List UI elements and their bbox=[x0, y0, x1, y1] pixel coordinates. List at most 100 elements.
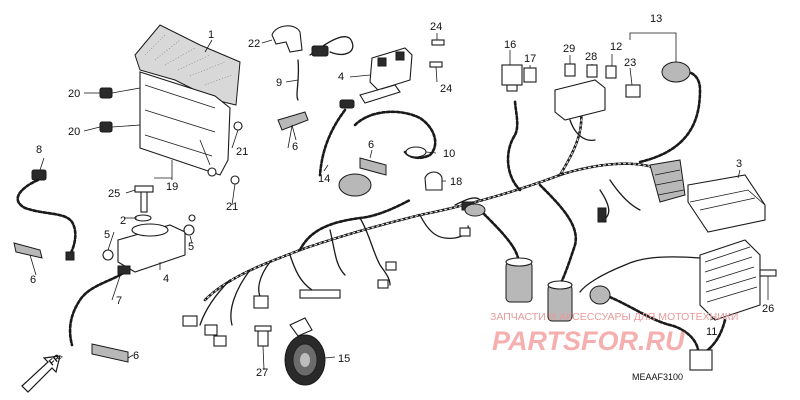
front-direction-arrow: FR. bbox=[21, 351, 64, 393]
fuse-box bbox=[554, 63, 641, 141]
boot-6-top-body bbox=[277, 111, 309, 131]
watermark-logo: PARTSFOR.RU bbox=[492, 326, 686, 356]
bolt-27-head bbox=[254, 325, 272, 332]
fuse-28 bbox=[586, 64, 598, 78]
solenoid-4-top-terminal-a bbox=[377, 57, 387, 67]
callout-23: 23 bbox=[624, 57, 636, 69]
callout-25: 25 bbox=[108, 188, 120, 200]
callout-14: 14 bbox=[318, 173, 330, 185]
cable-7 bbox=[68, 265, 131, 347]
callout-18: 18 bbox=[450, 176, 462, 188]
fuse-29 bbox=[564, 63, 576, 77]
connector-13 bbox=[629, 32, 691, 83]
relay-16-body bbox=[501, 64, 523, 86]
solenoid-4-top-body bbox=[369, 47, 413, 91]
callout-7: 7 bbox=[116, 295, 122, 307]
bolt-21-upper bbox=[233, 121, 243, 131]
callout-8: 8 bbox=[36, 144, 42, 156]
callout-5-left: 5 bbox=[104, 229, 110, 241]
bolt-21-lower bbox=[230, 175, 240, 185]
connector-mid-a bbox=[253, 295, 269, 309]
diagram-code: MEAAF3100 bbox=[632, 372, 683, 382]
callout-10: 10 bbox=[443, 148, 455, 160]
callout-6-bottom: 6 bbox=[133, 350, 139, 362]
connector-mid-b bbox=[377, 279, 389, 289]
callout-16: 16 bbox=[504, 39, 516, 51]
starter-relay-top bbox=[131, 223, 169, 237]
ecu-unit-assembly bbox=[134, 24, 241, 176]
bolt-24-upper bbox=[431, 39, 445, 46]
bolts-21 bbox=[207, 121, 243, 185]
callout-3: 3 bbox=[736, 158, 742, 170]
connector-right-a bbox=[597, 207, 607, 223]
callout-21-upper: 21 bbox=[236, 146, 248, 158]
callout-17: 17 bbox=[524, 53, 536, 65]
cover-3-body bbox=[687, 174, 766, 233]
tube-14 bbox=[318, 99, 355, 177]
callout-4-top: 4 bbox=[338, 71, 344, 83]
starter-relay-body bbox=[117, 224, 186, 273]
callout-labels: 1 2 3 4 4 5 5 6 6 6 6 7 8 9 10 11 12 13 … bbox=[30, 13, 774, 379]
boot-6-bottom-body bbox=[91, 343, 129, 363]
boot-6-center-body bbox=[359, 157, 387, 176]
callout-5-right: 5 bbox=[188, 241, 194, 253]
callout-29: 29 bbox=[563, 43, 575, 55]
wire-9-connector bbox=[311, 45, 329, 57]
callout-2: 2 bbox=[120, 215, 126, 227]
connector-left-a bbox=[182, 315, 198, 327]
sensor-8 bbox=[16, 169, 77, 261]
callout-15: 15 bbox=[338, 353, 350, 365]
solenoid-4-top bbox=[359, 47, 413, 104]
callout-6-top: 6 bbox=[292, 141, 298, 153]
connector-13-body bbox=[661, 61, 691, 83]
clip-20-upper bbox=[99, 87, 113, 99]
clamp-22 bbox=[271, 25, 303, 53]
callout-13: 13 bbox=[650, 13, 662, 25]
harness-boots-center bbox=[338, 173, 486, 217]
callout-24-upper: 24 bbox=[430, 21, 442, 33]
solenoid-4-top-base bbox=[359, 84, 401, 104]
bolt-21-extra bbox=[207, 167, 217, 177]
cable-7-terminal bbox=[117, 265, 131, 275]
connector-mid-c bbox=[385, 261, 397, 271]
cable-10-end bbox=[405, 146, 427, 158]
bolts-24 bbox=[429, 39, 445, 68]
main-wire-harness bbox=[199, 70, 702, 326]
cable-10 bbox=[353, 110, 437, 160]
capacitor-left bbox=[505, 261, 533, 303]
relay-16 bbox=[501, 64, 523, 92]
watermark-subtitle: ЗАПЧАСТИ И АКСЕССУАРЫ ДЛЯ МОТОТЕХНИКИ bbox=[490, 311, 738, 323]
callout-28: 28 bbox=[585, 51, 597, 63]
boot-6-top bbox=[277, 111, 309, 131]
boot-6-center bbox=[359, 157, 387, 176]
harness-boot-a bbox=[338, 173, 372, 197]
bolt-26 bbox=[759, 269, 777, 277]
cap-23 bbox=[625, 84, 641, 98]
fuse-17-body bbox=[523, 67, 537, 83]
bolt-24-lower bbox=[429, 61, 443, 68]
callout-11: 11 bbox=[706, 326, 717, 338]
fuse-box-body bbox=[554, 79, 606, 121]
clips-20 bbox=[99, 87, 141, 133]
cover-3 bbox=[687, 174, 766, 233]
connector-mid-d bbox=[299, 289, 341, 299]
tube-14-connector bbox=[339, 99, 355, 109]
regulator-11 bbox=[579, 239, 761, 371]
relay-16-base bbox=[506, 84, 518, 92]
callout-9: 9 bbox=[276, 77, 282, 89]
rubber-5-left bbox=[102, 249, 114, 261]
connector-right-b bbox=[459, 227, 471, 237]
callout-19: 19 bbox=[166, 181, 178, 193]
watermark: ЗАПЧАСТИ И АКСЕССУАРЫ ДЛЯ МОТОТЕХНИКИ PA… bbox=[490, 311, 738, 356]
boot-6-left bbox=[13, 242, 43, 259]
callout-24-lower: 24 bbox=[440, 83, 452, 95]
regulator-11-plug bbox=[589, 285, 611, 305]
callout-6-center: 6 bbox=[368, 139, 374, 151]
sensor-8-end bbox=[65, 251, 75, 261]
clip-20-lower bbox=[99, 121, 113, 133]
rubber-5-right bbox=[183, 224, 195, 236]
callout-21-lower: 21 bbox=[226, 201, 238, 213]
washer-2 bbox=[134, 214, 152, 222]
boot-6-left-body bbox=[13, 242, 43, 259]
